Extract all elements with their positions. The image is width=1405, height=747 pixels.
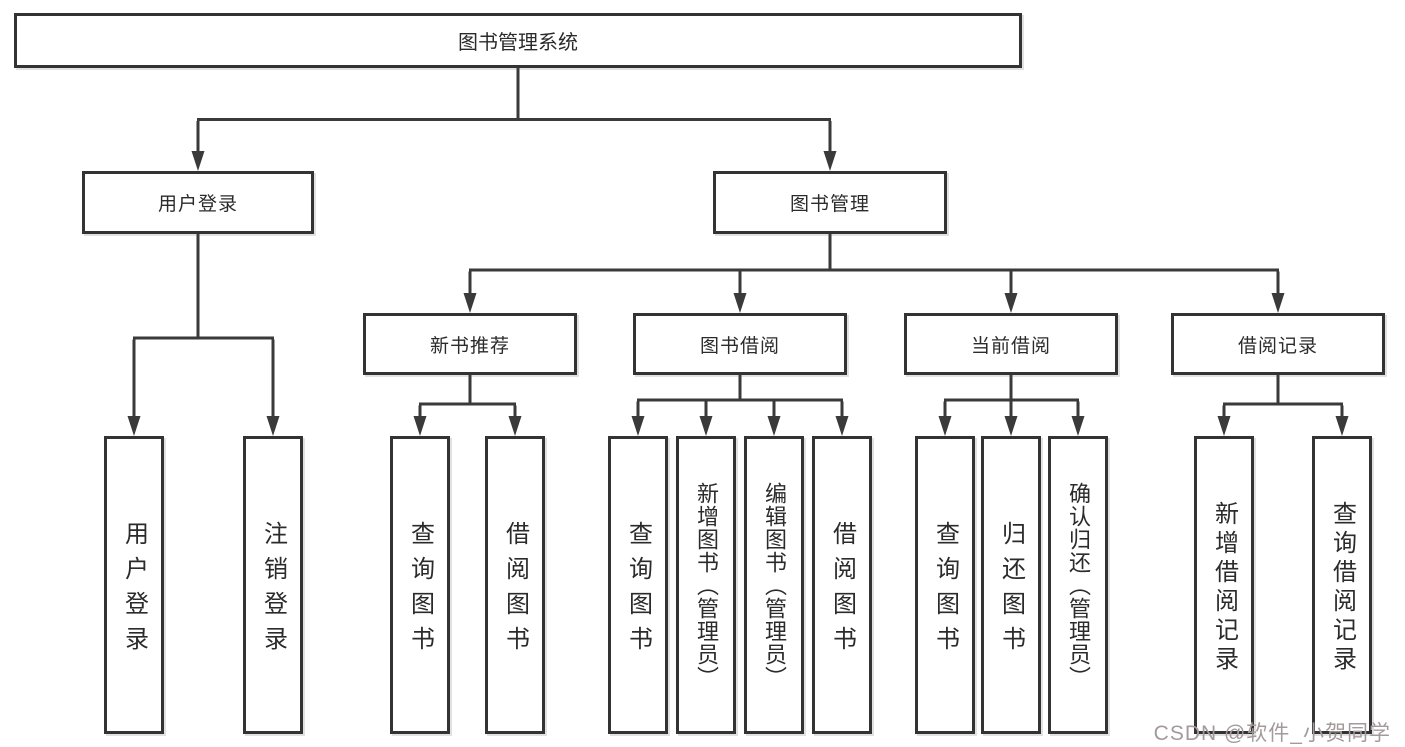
leaf-add-books-admin: 新增图书（管理员） [676,436,736,734]
leaf-query-books: 查询图书 [608,436,668,734]
leaf-query-books: 查询图书 [915,436,975,734]
node-book-borrowing: 图书借阅 [633,313,847,375]
leaf-add-borrow-record: 新增借阅记录 [1194,436,1254,734]
node-user-login: 用户登录 [82,171,314,234]
leaf-user-login: 用户登录 [104,436,164,734]
leaf-edit-books-admin: 编辑图书（管理员） [744,436,804,734]
node-current-borrowing: 当前借阅 [904,313,1118,375]
leaf-confirm-return-admin: 确认归还（管理员） [1048,436,1108,734]
leaf-borrow-books: 借阅图书 [812,436,872,734]
node-book-management: 图书管理 [713,171,947,234]
node-root-system: 图书管理系统 [14,13,1022,68]
leaf-query-borrow-record: 查询借阅记录 [1312,436,1372,734]
leaf-borrow-books: 借阅图书 [485,436,545,734]
tree-branch-lines [132,68,1344,421]
leaf-query-books: 查询图书 [390,436,450,734]
leaf-logout: 注销登录 [243,436,303,734]
leaf-return-books: 归还图书 [981,436,1041,734]
node-new-book-recommendation: 新书推荐 [363,313,577,375]
csdn-watermark: CSDN @软件_小贺同学 [1153,722,1391,745]
node-borrowing-records: 借阅记录 [1171,313,1385,375]
